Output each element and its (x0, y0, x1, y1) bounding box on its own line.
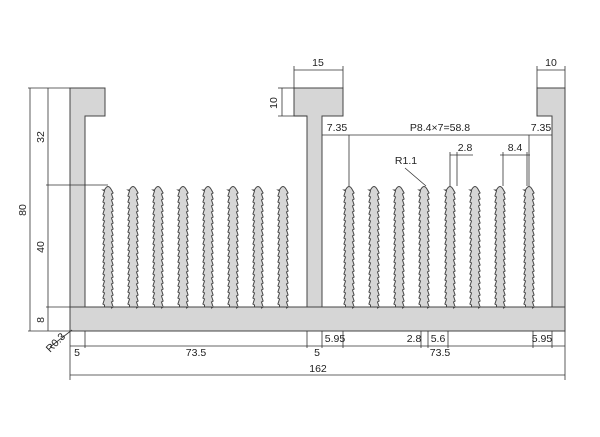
right-offset-label: 7.35 (531, 122, 552, 134)
pitch-note-label: P8.4×7=58.8 (410, 122, 470, 134)
bottom-fin-width-label: 2.8 (407, 333, 422, 345)
bottom-left-offset-label: 5.95 (325, 333, 346, 345)
dimension-labels: 15 10 10 80 32 40 8 P8.4×7=58.8 7.35 7.3… (17, 57, 557, 375)
fin-radius-label: R1.1 (395, 155, 417, 167)
center-wall (293, 87, 344, 308)
fin-group (101, 186, 535, 309)
fin-10 (367, 186, 380, 309)
right-cap-width-label: 10 (545, 57, 557, 69)
base-thickness-label: 8 (35, 317, 47, 323)
fin-16 (522, 186, 535, 309)
fin-15 (493, 186, 506, 309)
fin-3 (151, 186, 164, 309)
center-cap-height-label: 10 (268, 97, 280, 109)
fin-2 (126, 186, 139, 309)
upper-height-label: 32 (35, 131, 47, 143)
bottom-right-offset-label: 5.95 (532, 333, 553, 345)
fin-1 (101, 186, 114, 309)
fin-height-label: 40 (35, 241, 47, 253)
fin-6 (226, 186, 239, 309)
fin-13 (443, 186, 456, 309)
profile-body (69, 87, 566, 332)
total-height-label: 80 (17, 204, 29, 216)
right-wall (536, 87, 566, 308)
center-cap-width-label: 15 (312, 57, 324, 69)
overall-width-label: 162 (309, 363, 327, 375)
fin-8 (276, 186, 289, 309)
left-bay-label: 73.5 (186, 347, 207, 359)
fin-pitch-label: 8.4 (508, 142, 523, 154)
left-wall-label: 5 (74, 347, 80, 359)
fin-14 (468, 186, 481, 309)
fin-4 (176, 186, 189, 309)
dimension-lines (28, 66, 566, 380)
bottom-gap-label: 5.6 (431, 333, 446, 345)
right-bay-label: 73.5 (430, 347, 451, 359)
fin-7 (251, 186, 264, 309)
fin-5 (201, 186, 214, 309)
fin-9 (342, 186, 355, 309)
left-offset-label: 7.35 (327, 122, 348, 134)
center-wall-label: 5 (314, 347, 320, 359)
fin-thickness-label: 2.8 (458, 142, 473, 154)
fin-12 (417, 186, 430, 309)
corner-radius-label: R0.3 (44, 331, 68, 355)
left-wall (69, 87, 106, 308)
fin-11 (392, 186, 405, 309)
base-plate (69, 306, 566, 332)
